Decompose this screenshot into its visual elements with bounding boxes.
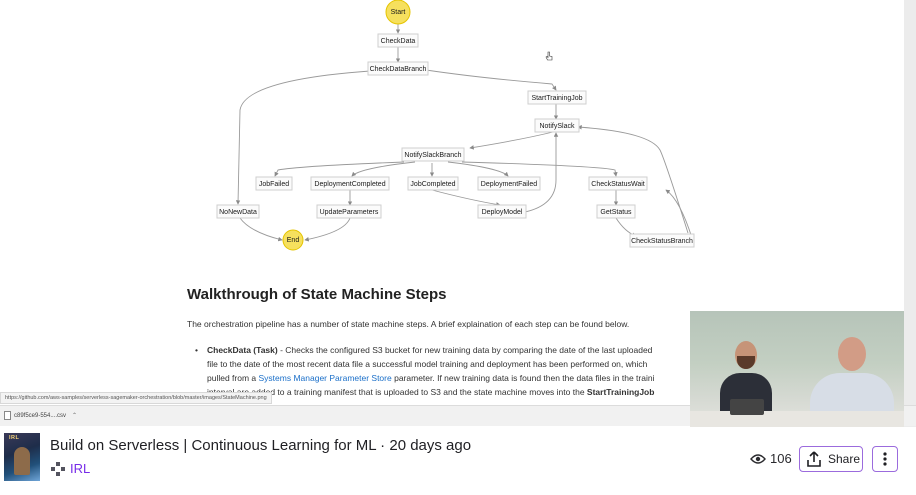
node-deploy-model: DeployModel xyxy=(477,204,527,219)
download-file-name: c89f5ce9-554....csv xyxy=(14,413,67,420)
step-line-4-pre: interval are added to a training manifes… xyxy=(207,387,587,397)
step-line-3-pre: pulled from a xyxy=(207,373,259,383)
bullet-icon: • xyxy=(195,345,198,355)
node-check-data: CheckData xyxy=(377,33,419,48)
hand-pointer-icon xyxy=(545,51,553,61)
video-title: Build on Serverless | Continuous Learnin… xyxy=(50,437,472,454)
node-deployment-failed: DeploymentFailed xyxy=(477,176,541,191)
svg-text:CheckStatusBranch: CheckStatusBranch xyxy=(631,238,693,245)
end-node: End xyxy=(282,229,304,251)
step-line-4-bold: StartTrainingJob xyxy=(586,387,655,397)
parameter-store-link[interactable]: Systems Manager Parameter Store xyxy=(258,373,392,383)
node-no-new-data: NoNewData xyxy=(216,204,260,219)
svg-text:DeployModel: DeployModel xyxy=(482,209,523,216)
node-notify-slack-branch: NotifySlackBranch xyxy=(401,147,465,162)
more-options-button[interactable] xyxy=(872,446,898,472)
eye-icon xyxy=(750,453,766,464)
step-line-3-post: parameter. If new training data is found… xyxy=(391,373,655,383)
node-notify-slack: NotifySlack xyxy=(534,118,580,133)
svg-text:End: End xyxy=(287,237,300,244)
svg-text:NoNewData: NoNewData xyxy=(219,209,257,216)
node-get-status: GetStatus xyxy=(596,204,636,219)
share-button-label: Share xyxy=(828,452,861,466)
video-player[interactable]: Start CheckData CheckDataBranch StartTra… xyxy=(0,0,916,427)
browser-download-bar: c89f5ce9-554....csv ⌃ xyxy=(0,405,916,426)
step-line-4: interval are added to a training manifes… xyxy=(207,385,654,399)
svg-text:Start: Start xyxy=(391,9,406,16)
right-presenter-head xyxy=(838,337,866,371)
left-presenter-beard xyxy=(737,356,755,369)
desk-equipment xyxy=(730,399,764,415)
more-vertical-icon xyxy=(883,452,887,466)
diagram-edges xyxy=(235,24,693,242)
svg-text:CheckData: CheckData xyxy=(381,38,416,45)
svg-text:StartTrainingJob: StartTrainingJob xyxy=(531,95,582,102)
node-update-parameters: UpdateParameters xyxy=(316,204,382,219)
state-machine-diagram: Start CheckData CheckDataBranch StartTra… xyxy=(216,0,695,251)
browser-status-url: https://github.com/aws-samples/serverles… xyxy=(0,392,272,404)
node-job-failed: JobFailed xyxy=(255,176,293,191)
node-check-status-wait: CheckStatusWait xyxy=(588,176,648,191)
view-count-value: 106 xyxy=(770,451,792,466)
doc-intro-paragraph: The orchestration pipeline has a number … xyxy=(187,319,630,329)
doc-heading: Walkthrough of State Machine Steps xyxy=(187,286,447,303)
svg-text:UpdateParameters: UpdateParameters xyxy=(320,209,379,216)
svg-text:CheckDataBranch: CheckDataBranch xyxy=(370,66,427,73)
node-job-completed: JobCompleted xyxy=(407,176,459,191)
file-icon xyxy=(4,411,11,420)
node-check-status-branch: CheckStatusBranch xyxy=(629,233,695,248)
channel-thumbnail[interactable]: IRL xyxy=(4,433,40,481)
webcam-overlay xyxy=(690,311,904,427)
thumbnail-figure xyxy=(14,447,30,475)
svg-text:NotifySlackBranch: NotifySlackBranch xyxy=(404,152,461,159)
share-button[interactable]: Share xyxy=(799,446,863,472)
svg-text:NotifySlack: NotifySlack xyxy=(539,123,575,130)
page-scrollbar[interactable] xyxy=(904,0,916,427)
share-upload-icon xyxy=(807,451,821,467)
step-line-1-text: - Checks the configured S3 bucket for ne… xyxy=(277,345,653,355)
desk xyxy=(690,411,904,427)
download-item[interactable]: c89f5ce9-554....csv ⌃ xyxy=(4,411,77,420)
svg-text:CheckStatusWait: CheckStatusWait xyxy=(591,181,644,188)
svg-text:GetStatus: GetStatus xyxy=(600,209,632,216)
node-check-data-branch: CheckDataBranch xyxy=(367,61,429,76)
svg-text:JobFailed: JobFailed xyxy=(259,181,289,188)
svg-text:DeploymentFailed: DeploymentFailed xyxy=(481,181,538,188)
node-deployment-completed: DeploymentCompleted xyxy=(310,176,390,191)
thumbnail-label: IRL xyxy=(9,435,20,441)
gamepad-icon xyxy=(51,462,65,476)
diagram-nodes: Start CheckData CheckDataBranch StartTra… xyxy=(216,0,695,251)
step-name: CheckData (Task) xyxy=(207,345,278,355)
svg-text:JobCompleted: JobCompleted xyxy=(410,181,455,188)
view-count: 106 xyxy=(750,451,792,466)
step-line-3: pulled from a Systems Manager Parameter … xyxy=(207,371,654,385)
node-start-training-job: StartTrainingJob xyxy=(527,90,587,105)
step-line-1: CheckData (Task) - Checks the configured… xyxy=(207,343,652,357)
channel-name[interactable]: IRL xyxy=(70,461,91,476)
svg-text:DeploymentCompleted: DeploymentCompleted xyxy=(314,181,385,188)
start-node: Start xyxy=(385,0,411,25)
chevron-up-icon[interactable]: ⌃ xyxy=(72,413,78,420)
step-line-2: file to the date of the most recent data… xyxy=(207,359,648,369)
